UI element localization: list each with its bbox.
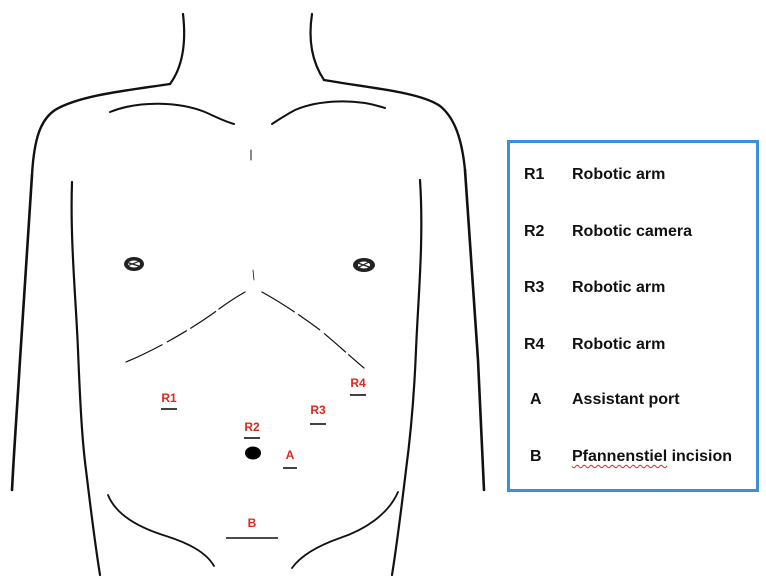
- legend-box: R1 Robotic arm R2 Robotic camera R3 Robo…: [507, 140, 759, 492]
- left-clavicle: [110, 104, 234, 124]
- legend-code: R4: [510, 336, 572, 354]
- left-inguinal-line: [108, 495, 214, 566]
- legend-description: Robotic arm: [572, 336, 665, 354]
- right-clavicle: [272, 101, 385, 124]
- port-r4-label: R4: [350, 376, 366, 390]
- legend-description-underlined: Pfannenstiel: [572, 448, 667, 465]
- port-r2: R2: [244, 420, 260, 438]
- legend-description: Pfannenstiel incision: [572, 448, 732, 466]
- port-a: A: [283, 448, 297, 468]
- neck-left-line: [170, 14, 184, 84]
- port-r2-label: R2: [244, 420, 260, 434]
- legend-row-r3: R3 Robotic arm: [510, 276, 665, 300]
- legend-row-r4: R4 Robotic arm: [510, 333, 665, 357]
- right-inguinal-line: [292, 492, 398, 568]
- legend-code: R3: [510, 279, 572, 297]
- legend-row-b: B Pfannenstiel incision: [510, 445, 732, 469]
- right-nipple: [353, 258, 375, 272]
- legend-description: Robotic camera: [572, 223, 692, 241]
- right-shoulder-line: [324, 80, 465, 170]
- torso-outline: [12, 14, 484, 575]
- port-r3-label: R3: [310, 403, 326, 417]
- port-r4: R4: [350, 376, 366, 395]
- legend-row-a: A Assistant port: [510, 388, 680, 412]
- legend-row-r1: R1 Robotic arm: [510, 163, 665, 187]
- left-torso-side: [72, 182, 100, 575]
- port-r1: R1: [161, 391, 177, 409]
- right-arm-line: [465, 170, 484, 490]
- legend-code: A: [510, 391, 572, 409]
- right-costal-margin: [262, 292, 364, 368]
- port-b: B: [226, 516, 278, 538]
- legend-code: R1: [510, 166, 572, 184]
- port-a-label: A: [286, 448, 295, 462]
- port-r3: R3: [310, 403, 326, 424]
- neck-right-line: [311, 14, 325, 80]
- left-costal-margin: [126, 292, 245, 362]
- left-arm-line: [12, 175, 32, 490]
- sternum-line-2: [253, 270, 254, 280]
- left-nipple: [124, 257, 144, 271]
- legend-code: B: [510, 448, 572, 466]
- port-b-label: B: [248, 516, 257, 530]
- left-shoulder-line: [32, 84, 170, 175]
- umbilicus-marker: [245, 447, 261, 460]
- legend-description: Robotic arm: [572, 166, 665, 184]
- legend-description: Assistant port: [572, 391, 680, 409]
- right-torso-side: [392, 180, 421, 575]
- legend-description-rest: incision: [667, 448, 732, 465]
- legend-code: R2: [510, 223, 572, 241]
- port-r1-label: R1: [161, 391, 177, 405]
- legend-description: Robotic arm: [572, 279, 665, 297]
- legend-row-r2: R2 Robotic camera: [510, 220, 692, 244]
